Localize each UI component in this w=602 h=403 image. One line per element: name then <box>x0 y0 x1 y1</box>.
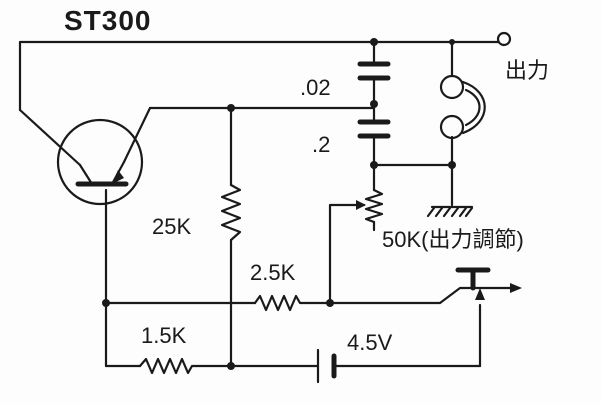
capacitor-02-label: .2 <box>312 132 330 157</box>
telegraph-key <box>438 267 522 305</box>
junctions <box>102 38 456 370</box>
junction-dot <box>449 39 455 45</box>
junction-dot <box>370 38 378 46</box>
wires <box>18 40 500 368</box>
resistor-1-5k <box>138 357 198 375</box>
potentiometer-50k <box>356 188 384 224</box>
battery-label: 4.5V <box>347 330 393 355</box>
resistor-1-5k-label: 1.5K <box>141 323 187 348</box>
junction-dot <box>370 161 378 169</box>
resistor-25k <box>220 183 242 242</box>
junction-dot <box>326 299 334 307</box>
capacitor-02 <box>357 119 391 139</box>
output-terminal <box>496 31 512 47</box>
resistor-2-5k <box>253 294 307 312</box>
resistor-25k-label: 25K <box>152 214 191 239</box>
transistor-symbol <box>56 118 144 206</box>
junction-dot <box>448 161 456 169</box>
junction-dot <box>102 299 110 307</box>
capacitor-002-label: .02 <box>300 75 331 100</box>
capacitor-002 <box>357 61 391 81</box>
junction-dot <box>370 100 378 108</box>
junction-dot <box>227 362 235 370</box>
battery <box>316 348 345 384</box>
resistor-2-5k-label: 2.5K <box>250 260 296 285</box>
potentiometer-label: 50K(出力調節) <box>382 227 524 252</box>
output-label: 出力 <box>505 58 549 83</box>
earphone-symbol <box>439 74 486 140</box>
ground-symbol <box>426 205 474 218</box>
junction-dot <box>227 104 235 112</box>
diagram-title: ST300 <box>64 5 152 36</box>
